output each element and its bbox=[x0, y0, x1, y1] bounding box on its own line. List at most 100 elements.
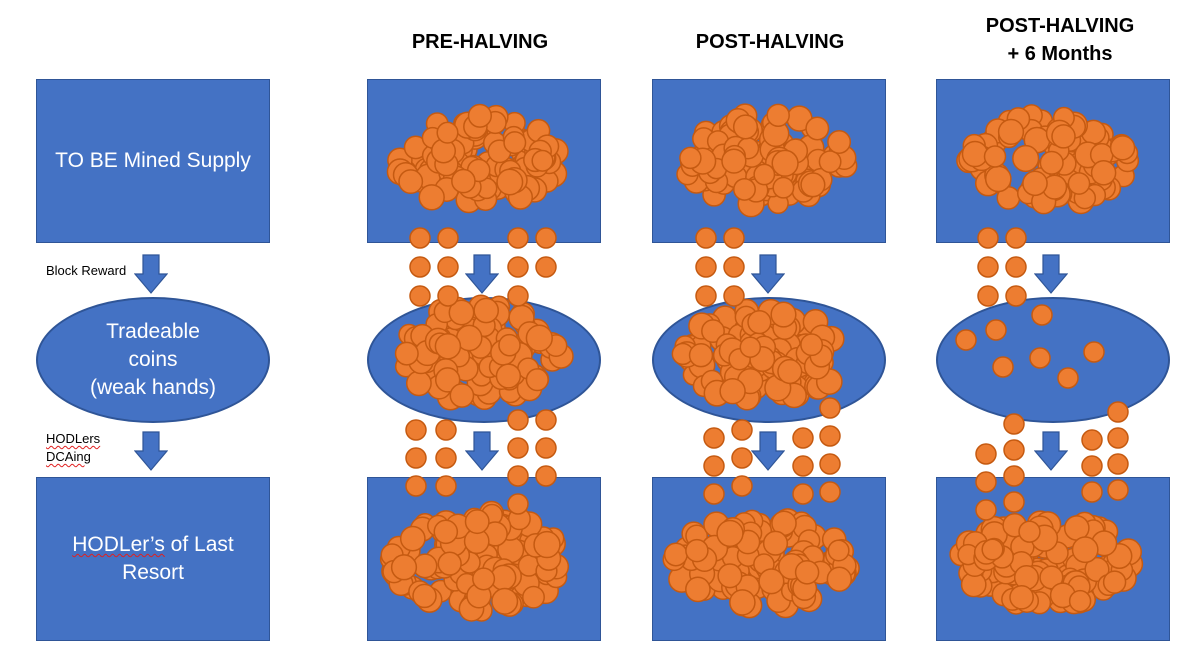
coin-icon bbox=[771, 149, 799, 177]
coin-icon bbox=[819, 453, 841, 475]
coin-icon bbox=[1071, 536, 1099, 564]
coin-icon bbox=[1018, 520, 1041, 543]
coin-icon bbox=[437, 256, 459, 278]
coin-icon bbox=[467, 103, 492, 128]
coin-icon bbox=[1003, 439, 1025, 461]
coin-icon bbox=[1009, 584, 1034, 610]
coin-icon bbox=[507, 437, 529, 459]
coin-icon bbox=[723, 256, 745, 278]
coin-icon bbox=[394, 341, 419, 366]
coin-icon bbox=[701, 319, 725, 344]
hodlers-last-resort-box bbox=[36, 477, 270, 641]
coin-icon bbox=[405, 419, 427, 441]
coin-icon bbox=[721, 148, 747, 174]
coin-icon bbox=[1005, 227, 1027, 249]
coin-icon bbox=[451, 168, 476, 194]
coin-icon bbox=[688, 343, 714, 368]
coin-icon bbox=[731, 475, 753, 497]
tradeable-coins-label: Tradeable coins (weak hands) bbox=[36, 297, 270, 423]
coin-icon bbox=[716, 519, 744, 548]
coin-icon bbox=[472, 567, 496, 591]
coin-icon bbox=[977, 227, 999, 249]
coin-icon bbox=[717, 563, 743, 589]
coin-icon bbox=[507, 285, 529, 307]
coin-icon bbox=[805, 116, 830, 141]
header-pre-halving: PRE-HALVING bbox=[411, 31, 549, 53]
coin-icon bbox=[531, 149, 554, 172]
coin-icon bbox=[1029, 347, 1051, 369]
post6-tradeable-ellipse bbox=[936, 297, 1170, 423]
down-arrow-icon bbox=[751, 254, 785, 294]
coin-icon bbox=[792, 455, 814, 477]
coin-icon bbox=[729, 589, 756, 616]
coin-icon bbox=[984, 165, 1012, 193]
tradeable-line-2: coins bbox=[128, 348, 178, 371]
coin-icon bbox=[1005, 256, 1027, 278]
coin-icon bbox=[827, 539, 850, 562]
coin-icon bbox=[448, 299, 475, 326]
coin-icon bbox=[473, 297, 500, 324]
coin-icon bbox=[491, 587, 519, 615]
coin-icon bbox=[409, 227, 431, 249]
coin-icon bbox=[1068, 589, 1092, 613]
coin-icon bbox=[507, 493, 529, 515]
coin-icon bbox=[1081, 455, 1103, 477]
coin-icon bbox=[1083, 341, 1105, 363]
coin-icon bbox=[772, 176, 795, 199]
coin-icon bbox=[1005, 285, 1027, 307]
coin-icon bbox=[819, 397, 841, 419]
coin-icon bbox=[464, 509, 490, 535]
coin-icon bbox=[1051, 124, 1076, 149]
coin-icon bbox=[981, 538, 1004, 561]
header-post-halving: POST-HALVING bbox=[695, 31, 845, 53]
coin-icon bbox=[703, 483, 725, 505]
coin-icon bbox=[777, 358, 803, 385]
coin-icon bbox=[409, 285, 431, 307]
block-reward-label: Block Reward bbox=[46, 263, 127, 278]
coin-icon bbox=[732, 114, 759, 140]
coin-icon bbox=[679, 146, 702, 170]
down-arrow-icon bbox=[1034, 431, 1068, 471]
coin-icon bbox=[525, 368, 549, 392]
coin-icon bbox=[723, 285, 745, 307]
coin-icon bbox=[977, 256, 999, 278]
coin-icon bbox=[535, 227, 557, 249]
down-arrow-icon bbox=[751, 431, 785, 471]
coin-icon bbox=[792, 427, 814, 449]
coin-icon bbox=[435, 475, 457, 497]
coin-icon bbox=[507, 256, 529, 278]
coin-icon bbox=[685, 576, 711, 603]
coin-icon bbox=[992, 356, 1014, 378]
coin-icon bbox=[1107, 453, 1129, 475]
coin-icon bbox=[695, 256, 717, 278]
coin-icon bbox=[792, 483, 814, 505]
down-arrow-icon bbox=[465, 254, 499, 294]
coin-icon bbox=[753, 163, 776, 186]
coin-icon bbox=[977, 285, 999, 307]
down-arrow-icon bbox=[134, 431, 168, 471]
coin-icon bbox=[390, 554, 418, 581]
coin-icon bbox=[1003, 491, 1025, 513]
coin-icon bbox=[434, 367, 461, 393]
coin-icon bbox=[703, 427, 725, 449]
coin-icon bbox=[800, 333, 824, 357]
coin-icon bbox=[507, 409, 529, 431]
down-arrow-icon bbox=[134, 254, 168, 294]
dcaing-label: DCAing bbox=[46, 449, 91, 464]
coin-icon bbox=[800, 172, 826, 198]
coin-icon bbox=[818, 150, 842, 174]
coin-icon bbox=[739, 336, 762, 358]
coin-icon bbox=[975, 443, 997, 465]
coin-icon bbox=[731, 419, 753, 441]
to-be-mined-supply-label: TO BE Mined Supply bbox=[55, 149, 251, 172]
hodlers-label: HODLers bbox=[46, 431, 101, 446]
coin-icon bbox=[819, 425, 841, 447]
to-be-mined-supply-box bbox=[36, 79, 270, 243]
coin-icon bbox=[533, 530, 561, 559]
coin-icon bbox=[522, 585, 545, 609]
coin-icon bbox=[1022, 170, 1048, 197]
coin-icon bbox=[1107, 427, 1129, 449]
hodlers-line-2: Resort bbox=[122, 561, 184, 584]
coin-icon bbox=[1081, 481, 1103, 503]
coin-icon bbox=[766, 103, 790, 128]
